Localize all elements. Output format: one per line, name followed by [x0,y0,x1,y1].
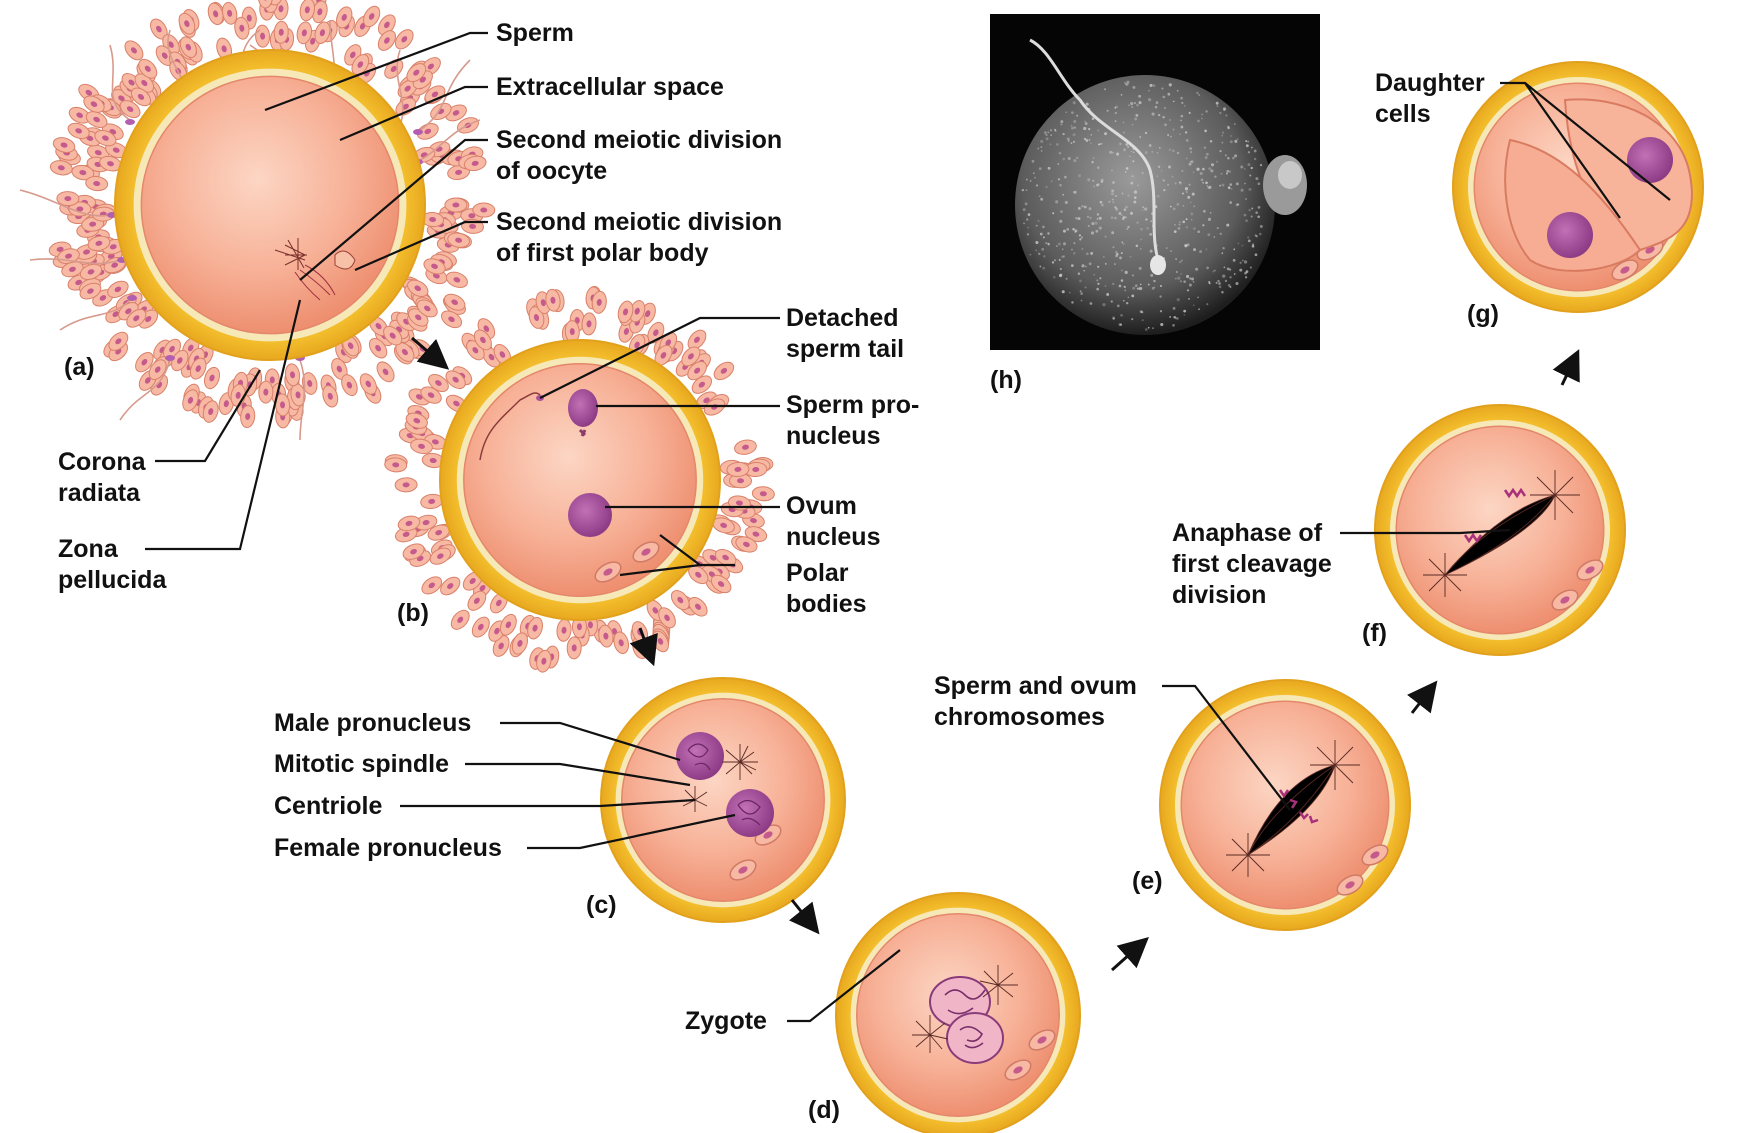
label-anaphase-line2: first cleavage [1172,550,1332,578]
egg-a [115,50,425,360]
arrow-f-to-g [1562,360,1574,385]
label-second-meiotic-oocyte-line2: of oocyte [496,157,607,185]
label-zygote: Zygote [685,1007,767,1035]
egg-b [440,340,720,620]
label-polar-bodies-line1: Polar [786,559,849,587]
panel-label-a: (a) [64,353,95,381]
panel-label-b: (b) [397,599,429,627]
label-corona-line2: radiata [58,479,141,507]
label-zona-line2: pellucida [58,566,167,594]
label-second-meiotic-polar-line1: Second meiotic division [496,208,782,236]
label-sperm-pronucleus-line2: nucleus [786,422,880,450]
label-sperm-ovum-chromosomes-line1: Sperm and ovum [934,672,1137,700]
sem-micrograph [990,14,1320,350]
label-female-pronucleus: Female pronucleus [274,834,502,862]
label-sperm: Sperm [496,19,574,47]
label-polar-bodies-line2: bodies [786,590,867,618]
label-detached-tail-line1: Detached [786,304,899,332]
arrow-c-to-d [792,900,812,925]
panel-label-f: (f) [1362,619,1387,647]
panel-label-h: (h) [990,366,1022,394]
label-male-pronucleus: Male pronucleus [274,709,471,737]
panel-label-e: (e) [1132,867,1163,895]
eggs [115,50,1703,1133]
label-daughter-cells-line2: cells [1375,100,1431,128]
label-corona-line1: Corona [58,448,147,476]
label-zona-line1: Zona [58,535,119,563]
label-daughter-cells-line1: Daughter [1375,69,1485,97]
label-centriole: Centriole [274,792,382,820]
egg-c [601,678,845,922]
label-sperm-ovum-chromosomes-line2: chromosomes [934,703,1105,731]
label-extracellular-space: Extracellular space [496,73,724,101]
label-sperm-pronucleus-line1: Sperm pro- [786,391,919,419]
label-second-meiotic-polar-line2: of first polar body [496,239,709,267]
arrow-e-to-f [1412,690,1430,713]
label-second-meiotic-oocyte-line1: Second meiotic division [496,126,782,154]
label-anaphase-line1: Anaphase of [1172,519,1323,547]
arrow-d-to-e [1112,945,1140,970]
panel-label-g: (g) [1467,300,1499,328]
panel-label-d: (d) [808,1096,840,1124]
label-mitotic-spindle: Mitotic spindle [274,750,449,778]
label-detached-tail-line2: sperm tail [786,335,904,363]
panel-label-c: (c) [586,891,617,919]
label-ovum-nucleus-line1: Ovum [786,492,857,520]
label-anaphase-line3: division [1172,581,1266,609]
label-ovum-nucleus-line2: nucleus [786,523,880,551]
